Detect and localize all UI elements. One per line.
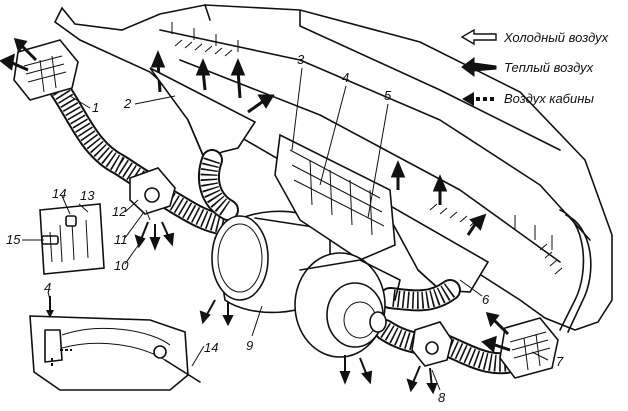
- inset-lever-mechanism: [29, 296, 201, 391]
- warm-air-arrows: [150, 50, 487, 236]
- legend-cold-air-label: Холодный воздух: [503, 30, 609, 45]
- cabin-air-arrows: [134, 221, 438, 395]
- left-air-valve: [129, 167, 176, 221]
- callout-numbers: 1 2 3 4 5 6 7 8 9 10 11 12 13 14 15 4 14: [6, 52, 564, 405]
- callout-1: 1: [92, 100, 99, 115]
- callout-7: 7: [556, 354, 564, 369]
- inset-callout-4: 4: [44, 280, 51, 295]
- callout-11: 11: [114, 232, 128, 247]
- callout-3: 3: [297, 52, 305, 67]
- inset-callout-14: 14: [204, 340, 218, 355]
- callout-10: 10: [114, 258, 129, 273]
- legend: Холодный воздух Теплый воздух Воздух каб…: [460, 28, 609, 106]
- callout-2: 2: [123, 96, 132, 111]
- legend-cabin-air: Воздух кабины: [462, 91, 594, 106]
- callout-12: 12: [112, 204, 127, 219]
- callout-15: 15: [6, 232, 21, 247]
- defroster-slots: [174, 39, 563, 275]
- legend-warm-air-label: Теплый воздух: [504, 60, 594, 75]
- callout-4: 4: [342, 70, 349, 85]
- warm-air-arrow-icon: [461, 57, 497, 77]
- callout-14: 14: [52, 186, 66, 201]
- right-air-valve: [411, 321, 453, 367]
- inset-control-panel: [39, 203, 105, 275]
- legend-warm-air: Теплый воздух: [461, 57, 594, 77]
- callout-6: 6: [482, 292, 490, 307]
- cabin-air-arrow-icon: [462, 92, 474, 106]
- vent-warm-air-arrows: [0, 37, 511, 353]
- callout-13: 13: [80, 188, 95, 203]
- callout-9: 9: [246, 338, 253, 353]
- legend-cabin-air-label: Воздух кабины: [504, 91, 594, 106]
- left-air-duct-funnel: [149, 67, 257, 162]
- cold-air-arrow-icon: [460, 28, 497, 46]
- legend-cold-air: Холодный воздух: [460, 28, 609, 46]
- right-side-vent: [499, 317, 559, 379]
- callout-8: 8: [438, 390, 446, 405]
- leader-lines: [22, 67, 549, 391]
- callout-5: 5: [384, 88, 392, 103]
- blower-motor: [294, 252, 401, 358]
